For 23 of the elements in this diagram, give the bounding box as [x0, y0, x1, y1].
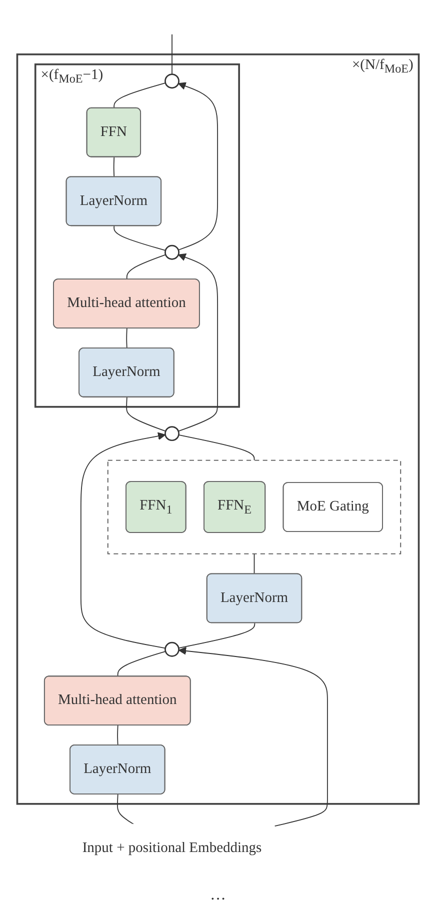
arrow [178, 82, 218, 250]
node-circle [164, 642, 180, 657]
cluster [107, 460, 402, 554]
arrow [178, 253, 218, 432]
node-text: Input + positional Embeddings [82, 840, 262, 856]
ellipsis-label: ··· [210, 891, 226, 909]
connector [126, 254, 166, 280]
connector [117, 650, 166, 678]
connector [178, 622, 256, 648]
connector [254, 553, 255, 574]
connector [114, 226, 166, 251]
connector [178, 434, 255, 461]
node-circle [164, 244, 180, 260]
connector [113, 156, 115, 178]
arrow [178, 646, 328, 827]
connector [114, 82, 166, 109]
node-circle [164, 74, 180, 89]
connector [117, 725, 118, 746]
node-circle [164, 426, 180, 442]
connector [117, 794, 134, 825]
connector [126, 396, 166, 432]
connector [126, 328, 128, 349]
arrow [80, 432, 166, 649]
